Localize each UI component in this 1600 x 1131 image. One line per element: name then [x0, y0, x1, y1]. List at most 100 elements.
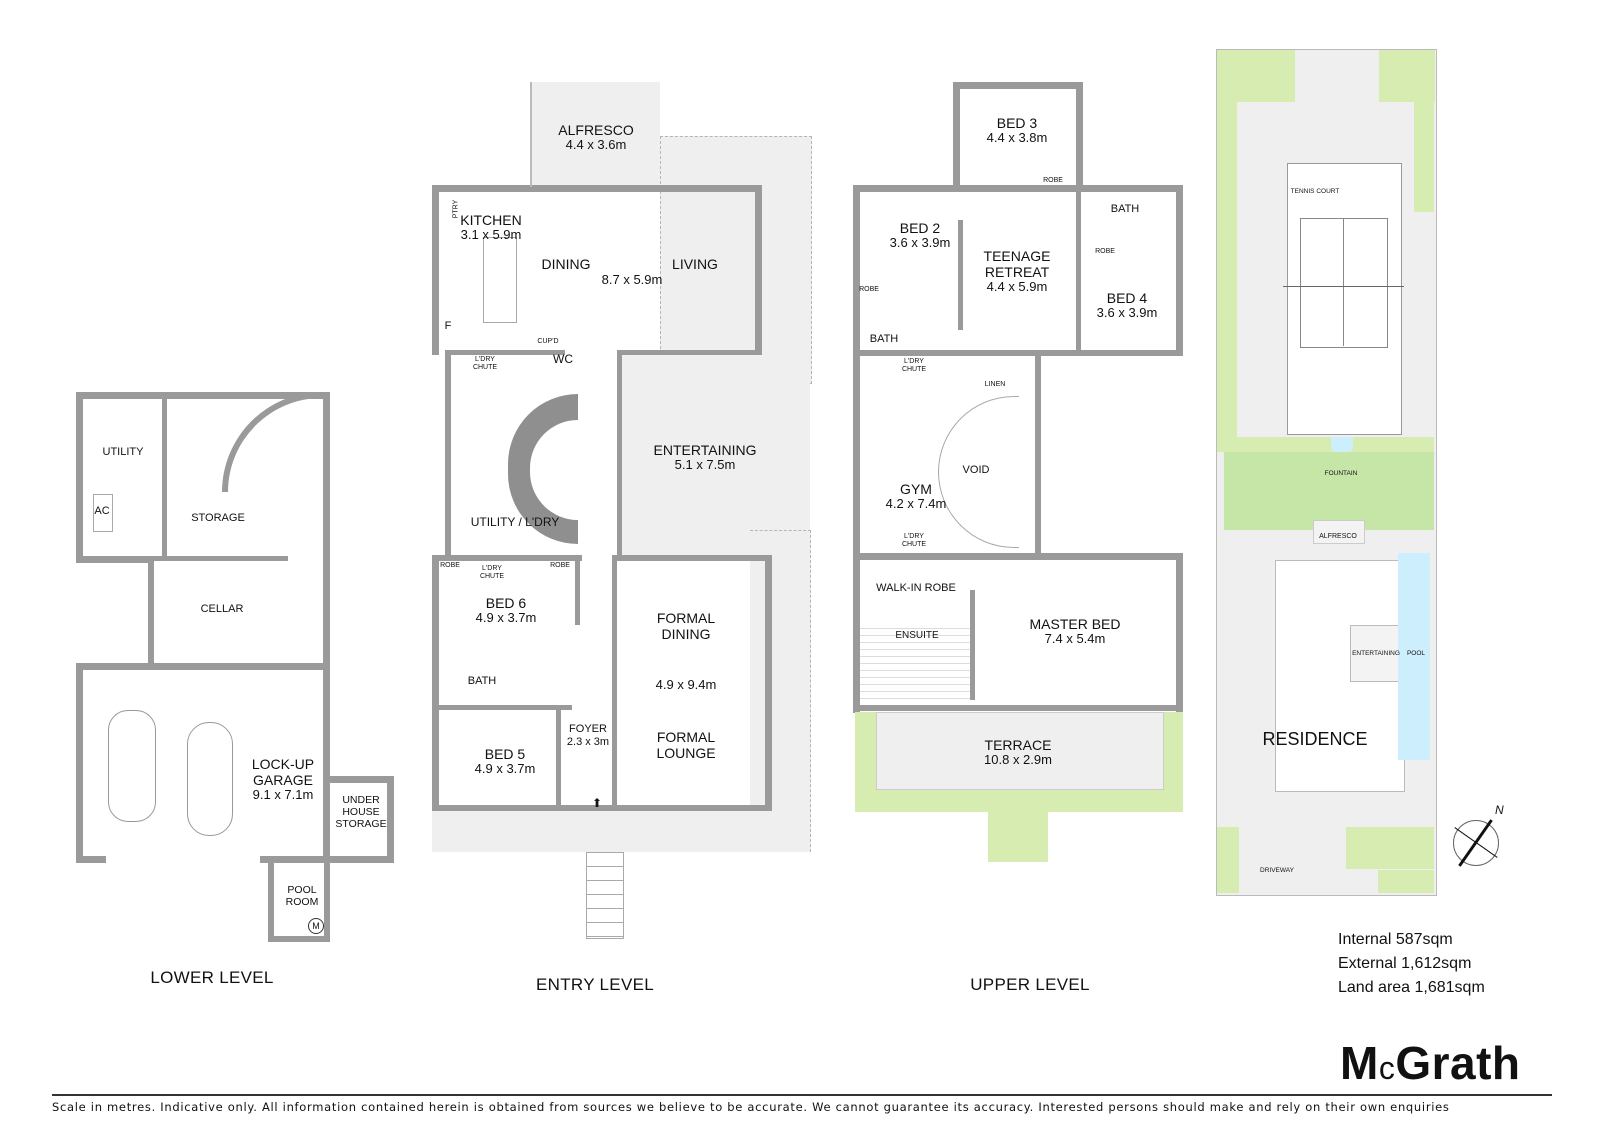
tennis-court	[1287, 163, 1402, 435]
wall	[76, 392, 330, 399]
wall	[432, 805, 612, 811]
wall	[1035, 350, 1041, 560]
garden-bed	[1414, 102, 1434, 212]
compass-north-label: N	[1495, 803, 1504, 817]
level-title-entry: ENTRY LEVEL	[536, 975, 654, 994]
wall	[1176, 185, 1183, 355]
wall	[445, 350, 565, 355]
site-label-residence: RESIDENCE	[1262, 729, 1368, 749]
wall	[1076, 82, 1083, 190]
meter-icon: M	[308, 918, 324, 934]
room-bath: BATH	[467, 675, 497, 687]
wall	[853, 553, 1183, 560]
wall	[556, 705, 561, 805]
linen-label: LINEN	[984, 381, 1006, 388]
room-bath: BATH	[869, 333, 899, 345]
front-verandah	[432, 810, 810, 852]
room-dining: DINING	[541, 256, 591, 272]
site-alfresco	[1313, 520, 1365, 544]
wall	[970, 590, 975, 700]
laundry-chute-label: L'DRY CHUTE	[901, 533, 927, 549]
front-stairs	[586, 852, 624, 939]
entertaining-area	[617, 355, 810, 555]
wall	[162, 392, 167, 557]
tennis-net	[1283, 286, 1404, 287]
entry-arrow-icon: ⬆	[592, 796, 603, 810]
alfresco-area	[532, 82, 660, 187]
wall	[432, 185, 439, 355]
pool	[1398, 553, 1430, 760]
wall	[268, 936, 330, 942]
room-bath: BATH	[1110, 203, 1140, 215]
wall	[432, 555, 582, 561]
room-pool-room: POOL ROOM	[285, 884, 319, 909]
site-label-tennis-court: TENNIS COURT	[1290, 188, 1340, 195]
wall	[953, 82, 960, 190]
car-icon	[187, 722, 233, 836]
internal-area: Internal 587sqm	[1338, 931, 1453, 948]
wall	[612, 555, 617, 810]
room-walk-in-robe: WALK-IN ROBE	[876, 582, 956, 594]
external-area: External 1,612sqm	[1338, 955, 1472, 972]
area-summary: Internal 587sqm External 1,612sqm Land a…	[1338, 928, 1485, 1000]
site-label-pool: POOL	[1406, 650, 1426, 657]
wall	[612, 805, 772, 811]
robe-label: ROBE	[550, 562, 570, 569]
kitchen-island	[483, 237, 517, 323]
room-formal-dining: FORMAL DINING	[656, 610, 716, 643]
tennis-court-lines	[1343, 218, 1344, 346]
room-living: LIVING	[672, 256, 718, 272]
level-title-upper: UPPER LEVEL	[970, 975, 1090, 994]
wall	[445, 350, 451, 560]
spiral-stair	[222, 392, 322, 492]
void-label: VOID	[962, 464, 990, 476]
side-deck	[750, 530, 811, 852]
robe-label: ROBE	[440, 562, 460, 569]
tennis-court-lines	[1300, 218, 1388, 348]
ac-unit	[93, 494, 113, 532]
room-storage: STORAGE	[191, 512, 245, 524]
wall	[575, 555, 580, 625]
wall	[330, 776, 394, 783]
wall	[612, 555, 772, 561]
room-utility-laundry: UTILITY / L'DRY	[470, 515, 560, 529]
robe-label: ROBE	[859, 286, 879, 293]
site-label-entertaining: ENTERTAINING	[1352, 650, 1400, 657]
footer-divider	[52, 1094, 1552, 1096]
garden-bed	[1346, 827, 1434, 869]
wall	[432, 705, 572, 710]
wall	[853, 185, 860, 560]
wall	[853, 553, 860, 713]
wall	[148, 556, 288, 561]
wall	[260, 856, 330, 863]
terrace-planter	[988, 800, 1048, 862]
formal-dims: 4.9 x 9.4m	[655, 677, 717, 692]
wall	[387, 776, 394, 863]
wall	[853, 705, 1183, 711]
room-ac: AC	[94, 505, 110, 517]
room-utility: UTILITY	[102, 446, 144, 458]
wall	[148, 556, 154, 666]
room-cellar: CELLAR	[200, 603, 244, 615]
lawn	[1224, 452, 1434, 530]
wall	[755, 185, 762, 355]
wall	[958, 220, 963, 330]
wall	[323, 392, 330, 862]
room-wc: WC	[553, 352, 573, 366]
wall	[617, 350, 755, 355]
wall	[330, 856, 394, 863]
wall	[76, 663, 330, 670]
garden-bed	[1217, 102, 1237, 437]
wall	[432, 185, 762, 192]
land-area: Land area 1,681sqm	[1338, 979, 1485, 996]
fountain	[1331, 437, 1353, 455]
